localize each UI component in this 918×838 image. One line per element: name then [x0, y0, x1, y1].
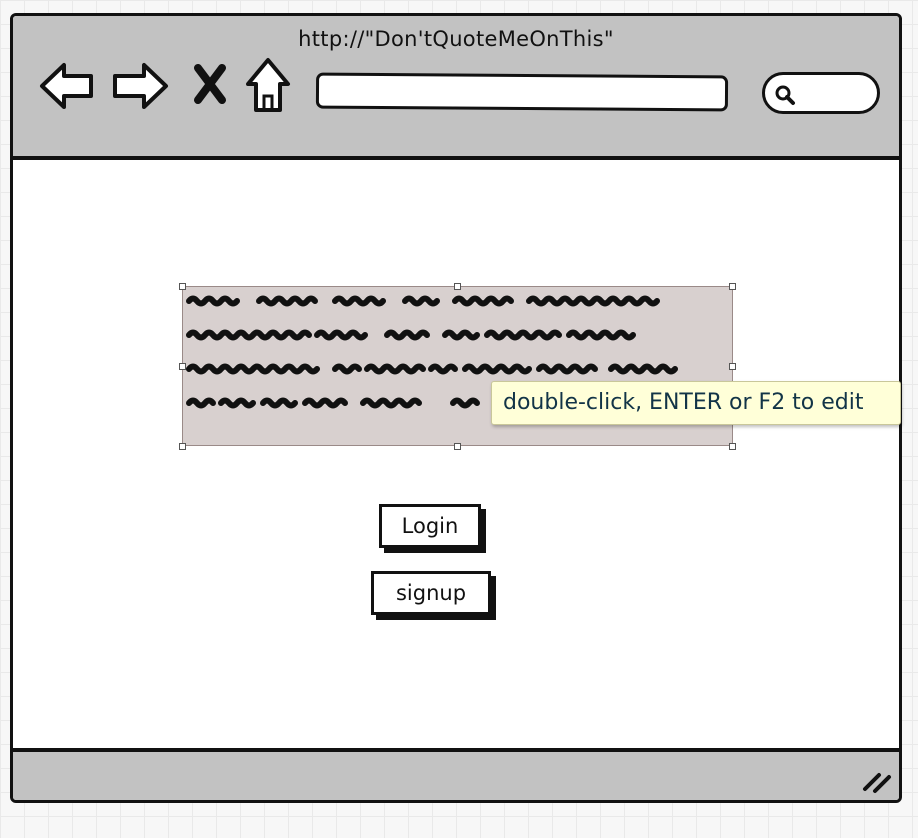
- edit-tooltip: double-click, ENTER or F2 to edit: [491, 381, 901, 425]
- selection-handle[interactable]: [729, 363, 736, 370]
- browser-toolbar: http://"Don'tQuoteMeOnThis": [13, 16, 899, 160]
- selection-handle[interactable]: [454, 443, 461, 450]
- close-x-icon[interactable]: [193, 64, 227, 104]
- selection-handle[interactable]: [729, 283, 736, 290]
- selection-handle[interactable]: [179, 363, 186, 370]
- selection-handle[interactable]: [454, 283, 461, 290]
- back-arrow-icon[interactable]: [38, 60, 96, 112]
- search-field[interactable]: [762, 72, 880, 114]
- selection-handle[interactable]: [729, 443, 736, 450]
- page-content: [13, 160, 899, 752]
- login-button[interactable]: Login: [379, 504, 481, 548]
- home-icon[interactable]: [244, 56, 292, 116]
- selection-handle[interactable]: [179, 283, 186, 290]
- address-bar[interactable]: [315, 72, 729, 112]
- scribble-text-lines: [186, 295, 678, 409]
- window-title: http://"Don'tQuoteMeOnThis": [298, 27, 614, 51]
- forward-arrow-icon[interactable]: [110, 60, 170, 112]
- resize-grip-icon[interactable]: [861, 767, 893, 795]
- signup-button[interactable]: signup: [371, 571, 491, 615]
- magnifier-icon: [775, 85, 795, 105]
- status-bar: [13, 748, 899, 800]
- selection-handle[interactable]: [179, 443, 186, 450]
